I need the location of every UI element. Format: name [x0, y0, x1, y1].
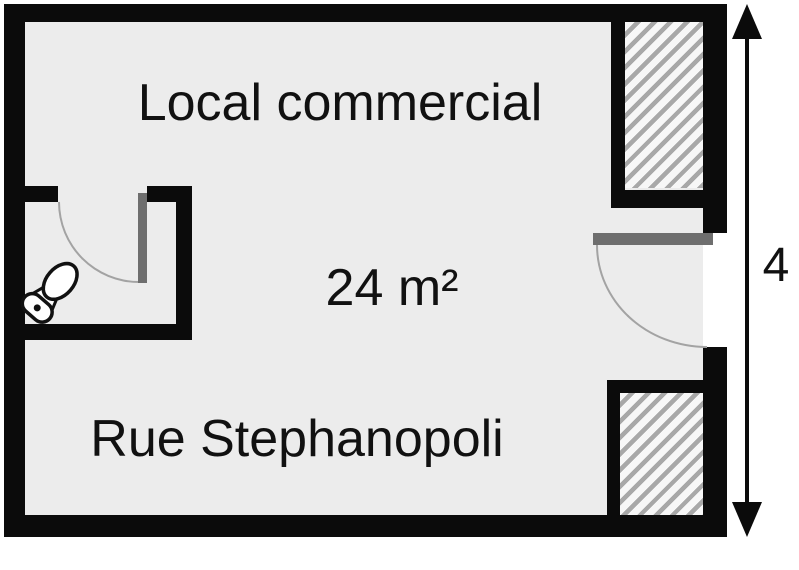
- entrance-door-leaf: [593, 233, 713, 245]
- wall-top: [4, 4, 727, 22]
- wc-wall-right: [176, 202, 192, 340]
- wall-left: [4, 4, 25, 537]
- dimension-arrow-head-top: [732, 4, 762, 39]
- area-label: 24 m²: [325, 259, 459, 317]
- wc-wall-top-right: [147, 186, 192, 202]
- hatched-area-top: [625, 22, 703, 188]
- toilet-icon: [20, 261, 79, 324]
- wc-wall-bottom: [20, 324, 192, 340]
- wc-wall-top-left: [20, 186, 58, 202]
- hatched-area-top-bottom-border: [611, 190, 727, 208]
- entrance-door-opening: [703, 245, 727, 347]
- wc-door-leaf: [138, 193, 147, 283]
- dimension-arrow-head-bottom: [732, 502, 762, 537]
- wall-bottom: [4, 515, 727, 537]
- dimension-arrow-line: [745, 28, 749, 514]
- hatched-area-bottom-left-border: [607, 380, 620, 537]
- hatched-area-bottom-top-border: [607, 380, 727, 393]
- hatched-area-top-left-border: [611, 22, 625, 208]
- room-label: Local commercial: [137, 74, 543, 132]
- hatched-area-bottom: [620, 392, 703, 515]
- dimension-label: 4: [762, 239, 790, 292]
- wall-right-lower: [703, 347, 727, 537]
- street-label: Rue Stephanopoli: [90, 410, 504, 468]
